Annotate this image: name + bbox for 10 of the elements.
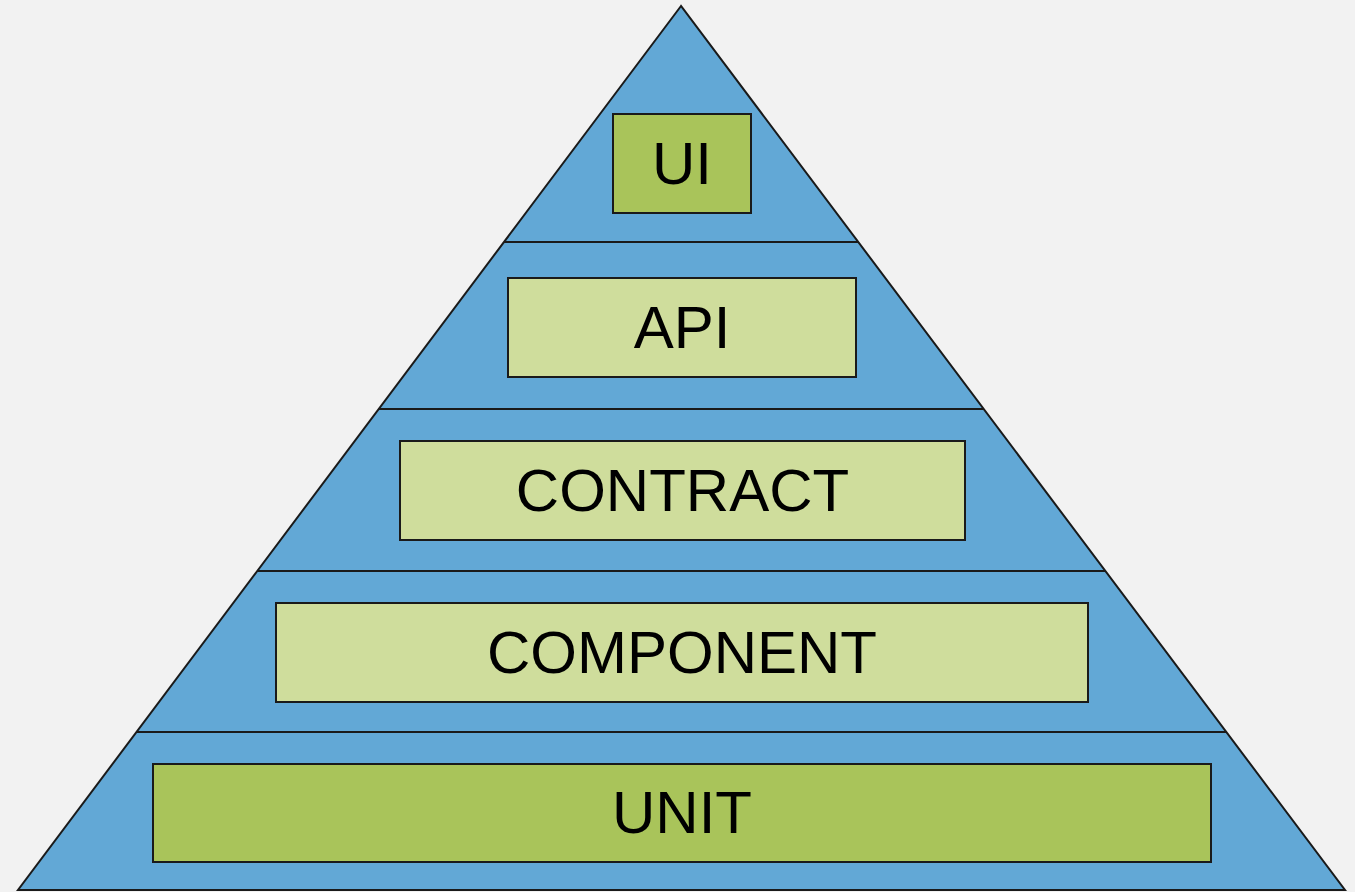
level-label: CONTRACT [515,460,850,521]
level-box [507,277,857,378]
level-box [399,440,966,541]
level-box [612,113,752,214]
level-label: COMPONENT [487,622,877,683]
level-label: UNIT [612,783,752,843]
level-label: UI [652,133,712,194]
level-box [152,763,1212,863]
level-label: API [633,297,731,358]
level-box [275,602,1089,703]
